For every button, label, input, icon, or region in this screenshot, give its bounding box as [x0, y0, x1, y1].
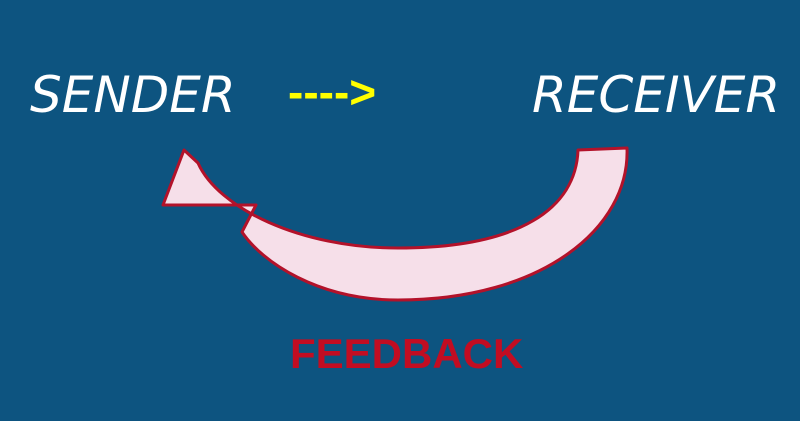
- sender-label: SENDER: [30, 66, 236, 124]
- feedback-arrow-icon: [161, 146, 629, 302]
- receiver-label: RECEIVER: [532, 66, 780, 124]
- feedback-label: FEEDBACK: [290, 330, 523, 377]
- message-arrow: ---->: [288, 66, 376, 118]
